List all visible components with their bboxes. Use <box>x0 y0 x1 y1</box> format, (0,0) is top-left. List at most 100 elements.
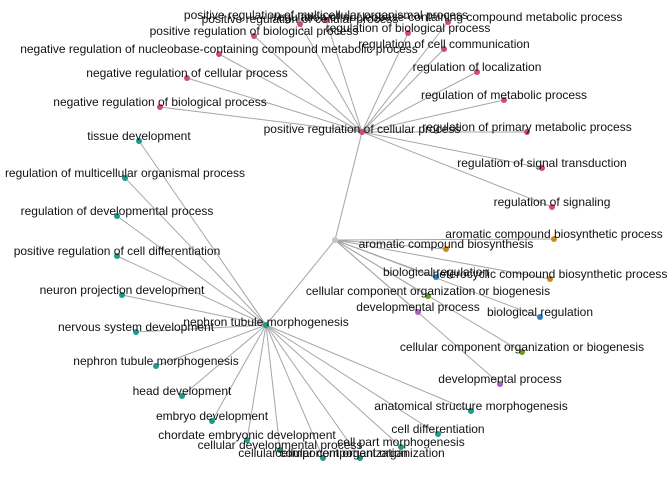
node-label-m8: cellular component organization or bioge… <box>400 340 644 354</box>
edge-posreg-n5 <box>361 32 409 133</box>
graph-node-n4[interactable] <box>251 33 257 39</box>
edge-nephron-t4 <box>116 255 267 326</box>
edge-root-posreg <box>334 131 363 241</box>
graph-node-t3[interactable] <box>114 213 120 219</box>
graph-node-t5[interactable] <box>119 292 125 298</box>
node-label-m1: aromatic compound biosynthetic process <box>445 227 662 241</box>
hub-node-root[interactable] <box>332 237 338 243</box>
edge-nephron-t12 <box>265 324 324 459</box>
edge-nephron-t5 <box>121 294 267 326</box>
node-label-m9: developmental process <box>438 372 561 386</box>
node-label-n14: regulation of signaling <box>494 195 611 209</box>
graph-node-t15[interactable] <box>435 431 441 437</box>
edge-nephron-t16 <box>265 324 472 412</box>
hub-node-nephron-tubule[interactable] <box>263 322 269 328</box>
hub-node-positive-regulation[interactable] <box>359 129 365 135</box>
graph-node-n3[interactable] <box>445 19 451 25</box>
graph-node-n7[interactable] <box>441 46 447 52</box>
node-label-n4: positive regulation of biological proces… <box>150 24 359 38</box>
node-label-t13: cellular component organization <box>275 446 444 460</box>
node-label-t1: tissue development <box>87 129 191 143</box>
node-label-n11: regulation of metabolic process <box>421 88 587 102</box>
graph-node-m9[interactable] <box>497 381 503 387</box>
node-label-t16: anatomical structure morphogenesis <box>374 399 567 413</box>
graph-node-t4[interactable] <box>114 253 120 259</box>
edge-nephron-t8 <box>181 324 267 397</box>
graph-node-m4[interactable] <box>433 274 439 280</box>
graph-node-m1[interactable] <box>551 236 557 242</box>
edge-posreg-n10 <box>159 106 363 133</box>
graph-node-t2[interactable] <box>122 175 128 181</box>
graph-node-t7[interactable] <box>153 363 159 369</box>
node-label-t10: chordate embryonic development <box>158 428 336 442</box>
node-label-t12: cellular component organization <box>238 446 407 460</box>
graph-node-t10[interactable] <box>244 437 250 443</box>
edge-nephron-t11 <box>265 324 281 451</box>
edge-nephron-t14 <box>265 324 402 448</box>
hub-label-posreg: positive regulation of cellular process <box>264 122 461 136</box>
node-label-t3: regulation of developmental process <box>21 204 214 218</box>
node-layer <box>114 17 557 461</box>
graph-node-t14[interactable] <box>398 444 404 450</box>
graph-node-t1[interactable] <box>136 138 142 144</box>
node-label-m3: heterocyclic compound biosynthetic proce… <box>433 267 668 281</box>
graph-node-t11[interactable] <box>277 447 283 453</box>
graph-node-n1[interactable] <box>323 17 329 23</box>
node-label-m6: developmental process <box>356 300 479 314</box>
graph-node-t6[interactable] <box>133 329 139 335</box>
node-label-n12: regulation of primary metabolic process <box>422 120 631 134</box>
node-label-n1: positive regulation of multicellular org… <box>184 8 468 22</box>
graph-node-m3[interactable] <box>547 276 553 282</box>
node-label-t8: head development <box>133 384 232 398</box>
edge-nephron-t10 <box>246 324 267 441</box>
graph-node-n2[interactable] <box>297 21 303 27</box>
node-label-n7: regulation of cell communication <box>358 37 529 51</box>
node-label-m7: biological regulation <box>487 305 593 319</box>
node-label-t7: nephron tubule morphogenesis <box>73 354 238 368</box>
edge-posreg-n9 <box>361 71 478 133</box>
edge-nephron-t13 <box>265 324 361 459</box>
graph-node-t8[interactable] <box>179 393 185 399</box>
graph-node-n14[interactable] <box>549 204 555 210</box>
edge-nephron-t9 <box>211 324 267 422</box>
edge-posreg-n3 <box>361 21 449 133</box>
edge-root-m3 <box>334 239 551 280</box>
edge-root-m2 <box>334 239 447 250</box>
node-label-t9: embryo development <box>156 409 269 423</box>
graph-node-m6[interactable] <box>415 309 421 315</box>
graph-node-m8[interactable] <box>519 349 525 355</box>
edge-root-m1 <box>334 238 555 241</box>
edge-posreg-n8 <box>186 77 363 133</box>
graph-node-n11[interactable] <box>501 97 507 103</box>
graph-node-n9[interactable] <box>474 69 480 75</box>
graph-node-m5[interactable] <box>425 293 431 299</box>
node-label-n13: regulation of signal transduction <box>457 156 626 170</box>
graph-node-n10[interactable] <box>157 104 163 110</box>
node-label-n5: regulation of biological process <box>326 21 491 35</box>
edge-root-nephron <box>265 239 336 326</box>
hub-label-nephron: nephron tubule morphogenesis <box>183 315 348 329</box>
node-label-m2: aromatic compound biosynthesis <box>359 237 534 251</box>
node-label-n2: positive regulation of cellular process <box>202 12 399 26</box>
node-label-n8: negative regulation of cellular process <box>86 66 287 80</box>
graph-node-m7[interactable] <box>537 314 543 320</box>
edge-nephron-t1 <box>138 140 267 326</box>
graph-node-n12[interactable] <box>524 129 530 135</box>
graph-node-n13[interactable] <box>539 165 545 171</box>
graph-node-m2[interactable] <box>443 246 449 252</box>
graph-node-t9[interactable] <box>209 418 215 424</box>
graph-node-n5[interactable] <box>405 30 411 36</box>
node-label-t11: cellular developmental process <box>198 438 363 452</box>
node-label-t14: cell part morphogenesis <box>337 435 464 449</box>
graph-node-n6[interactable] <box>216 51 222 57</box>
edge-posreg-n11 <box>361 99 505 133</box>
edge-posreg-n4 <box>253 35 363 133</box>
node-label-t6: nervous system development <box>58 320 215 334</box>
graph-node-t16[interactable] <box>468 408 474 414</box>
graph-node-n8[interactable] <box>184 75 190 81</box>
edge-nephron-t2 <box>124 177 267 326</box>
graph-node-t13[interactable] <box>357 455 363 461</box>
graph-node-t12[interactable] <box>320 455 326 461</box>
node-label-t15: cell differentiation <box>391 422 484 436</box>
